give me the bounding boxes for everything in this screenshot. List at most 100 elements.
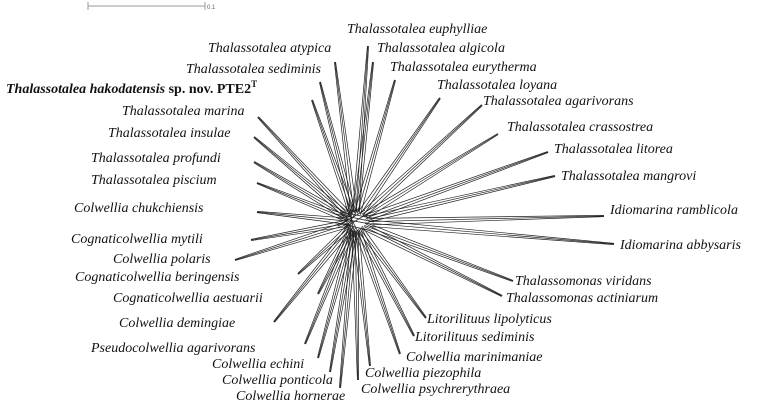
branch-thalassotalea-agarivorans [360, 104, 482, 213]
branch-thalassotalea-marina [257, 117, 348, 219]
branch-colwellia-demingiae [273, 225, 348, 322]
taxon-name: Idiomarina abbysaris [619, 238, 742, 253]
taxon-name: Colwellia demingiae [119, 316, 235, 331]
taxon-label-colwellia-chukchiensis: Colwellia chukchiensis [74, 201, 204, 216]
taxon-label-thalassotalea-hakodatensis: Thalassotalea hakodatensis sp. nov. PTE2… [6, 79, 257, 97]
scale-bar-label: 0.1 [207, 5, 216, 11]
taxon-name: Thalassotalea loyana [437, 78, 557, 93]
taxon-name: Colwellia hornerae [236, 389, 345, 403]
taxon-name: Colwellia ponticola [222, 373, 333, 388]
branch-thalassotalea-atypica [334, 62, 351, 213]
branch-cognaticolwellia-beringensis [297, 224, 352, 275]
branch-thalassotalea-litorea [367, 152, 549, 222]
branch-thalassotalea-hakodatensis [312, 99, 356, 214]
branch-litorilituus-lipolyticus [359, 227, 427, 319]
taxon-name: Idiomarina ramblicola [609, 203, 738, 218]
taxon-name: Thalassotalea piscium [91, 173, 217, 188]
branch-thalassotalea-insulae [254, 136, 352, 215]
taxon-label-thalassotalea-sediminis: Thalassotalea sediminis [186, 62, 322, 77]
branch-colwellia-hornerae [339, 231, 352, 388]
branch-thalassotalea-algicola [352, 61, 373, 213]
scale-bar: 0.1 [87, 2, 216, 11]
branch-colwellia-ponticola [329, 230, 351, 372]
taxon-label-litorilituus-lipolyticus: Litorilituus lipolyticus [426, 312, 552, 327]
branch-cognaticolwellia-aestuarii [318, 227, 356, 295]
taxon-label-pseudocolwellia-agarivorans: Pseudocolwellia agarivorans [90, 341, 256, 356]
taxon-label-colwellia-polaris: Colwellia polaris [113, 252, 211, 267]
taxon-name: Thalassotalea mangrovi [561, 169, 696, 184]
branch-colwellia-psychrerythraea [354, 231, 359, 381]
taxon-name: Litorilituus sediminis [414, 330, 535, 345]
taxon-label-thalassotalea-marina: Thalassotalea marina [122, 104, 245, 119]
branch-thalassotalea-atypica [334, 61, 355, 213]
taxon-label-cognaticolwellia-mytili: Cognaticolwellia mytili [71, 232, 203, 247]
branch-pseudocolwellia-agarivorans [305, 230, 356, 345]
branch-colwellia-psychrerythraea [351, 231, 358, 381]
branch-thalassotalea-marina [257, 116, 350, 216]
branch-idiomarina-abbysaris [370, 226, 614, 245]
branch-colwellia-chukchiensis [256, 211, 350, 222]
branch-thalassotalea-loyana [362, 98, 441, 217]
network-core-split [337, 209, 366, 227]
taxon-label-thalassotalea-algicola: Thalassotalea algicola [377, 41, 505, 56]
branch-thalassotalea-sediminis [320, 81, 357, 213]
taxon-label-thalassotalea-euphylliae: Thalassotalea euphylliae [347, 22, 487, 37]
branch-pseudocolwellia-agarivorans [304, 227, 350, 344]
branch-litorilituus-sediminis [358, 228, 415, 337]
taxon-name: Colwellia polaris [113, 252, 211, 267]
branch-thalassotalea-hakodatensis [311, 100, 350, 216]
branch-thalassomonas-viridans [364, 225, 514, 282]
taxon-label-thalassotalea-profundi: Thalassotalea profundi [91, 151, 221, 166]
taxon-name: Thalassotalea atypica [208, 41, 331, 56]
branch-colwellia-demingiae [274, 229, 353, 323]
branch-pseudocolwellia-agarivorans [304, 229, 353, 345]
branch-colwellia-hornerae [339, 231, 355, 389]
branch-thalassotalea-profundi [254, 161, 351, 216]
branch-cognaticolwellia-mytili [251, 225, 350, 241]
branch-thalassotalea-piscium [256, 183, 349, 223]
taxon-label-colwellia-echini: Colwellia echini [212, 357, 304, 372]
branch-colwellia-chukchiensis [257, 211, 350, 219]
branch-thalassotalea-piscium [257, 182, 351, 218]
branch-thalassotalea-piscium [256, 182, 350, 221]
taxon-name: Cognaticolwellia aestuarii [113, 291, 263, 306]
taxon-label-colwellia-psychrerythraea: Colwellia psychrerythraea [361, 382, 510, 397]
taxon-label-colwellia-marinimaniae: Colwellia marinimaniae [406, 350, 543, 365]
branch-thalassotalea-euphylliae [355, 45, 369, 212]
branch-thalassotalea-hakodatensis [311, 99, 353, 215]
taxon-name: Colwellia marinimaniae [406, 350, 543, 365]
branch-idiomarina-abbysaris [370, 222, 615, 245]
taxon-name: Thalassomonas viridans [515, 274, 652, 289]
branch-colwellia-marinimaniae [360, 228, 401, 354]
taxon-label-colwellia-ponticola: Colwellia ponticola [222, 373, 333, 388]
branch-thalassotalea-agarivorans [364, 105, 483, 218]
taxon-label-thalassotalea-loyana: Thalassotalea loyana [437, 78, 557, 93]
branch-thalassotalea-atypica [335, 61, 358, 213]
branch-thalassotalea-litorea [366, 151, 549, 219]
branch-thalassotalea-insulae [253, 137, 348, 220]
branch-thalassotalea-eurytherma [357, 79, 396, 214]
taxon-label-colwellia-piezophila: Colwellia piezophila [365, 366, 481, 381]
branch-cognaticolwellia-beringensis [297, 222, 350, 274]
branch-colwellia-polaris [234, 220, 347, 260]
taxon-label-thalassotalea-agarivorans: Thalassotalea agarivorans [483, 94, 634, 109]
branch-litorilituus-lipolyticus [356, 229, 426, 319]
taxon-name: Colwellia piezophila [365, 366, 481, 381]
taxon-label-thalassomonas-viridans: Thalassomonas viridans [515, 274, 652, 289]
branch-thalassotalea-crassostrea [361, 133, 498, 215]
branch-cognaticolwellia-mytili [250, 219, 349, 240]
branch-colwellia-hornerae [340, 232, 358, 389]
branch-colwellia-marinimaniae [354, 230, 400, 355]
branch-idiomarina-abbysaris [370, 219, 615, 244]
network-branches [234, 45, 615, 389]
branch-thalassotalea-profundi [253, 162, 348, 222]
taxon-label-colwellia-demingiae: Colwellia demingiae [119, 316, 235, 331]
taxon-name: Thalassotalea algicola [377, 41, 505, 56]
taxon-name: Thalassotalea insulae [108, 126, 231, 141]
branch-idiomarina-ramblicola [369, 215, 605, 219]
taxon-name: Colwellia psychrerythraea [361, 382, 510, 397]
branch-thalassotalea-euphylliae [352, 45, 368, 212]
taxon-label-cognaticolwellia-beringensis: Cognaticolwellia beringensis [75, 270, 240, 285]
